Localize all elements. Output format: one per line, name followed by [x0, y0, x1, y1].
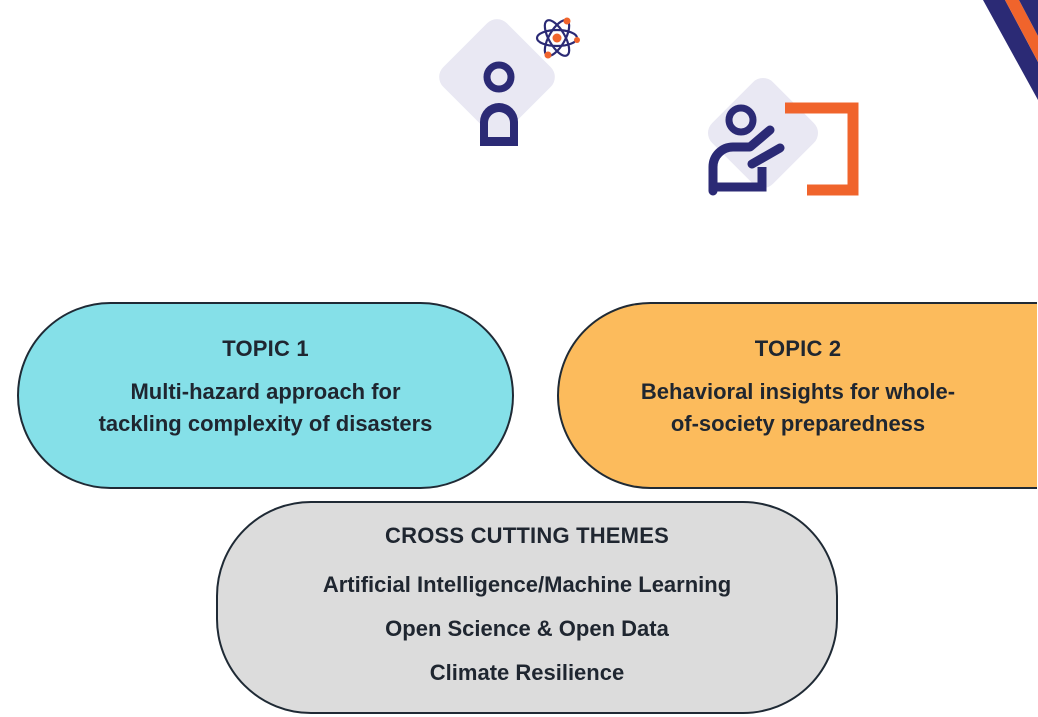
topic-2-description: Behavioral insights for whole- of-societ…	[640, 379, 956, 436]
person-with-atom-icon	[430, 10, 590, 150]
topic-1-title: TOPIC 1	[222, 336, 309, 361]
person-presenting-board-icon	[690, 60, 870, 200]
theme-open-science: Open Science & Open Data	[385, 616, 669, 641]
theme-climate-resilience: Climate Resilience	[429, 660, 625, 685]
topic-1-box: TOPIC 1 Multi-hazard approach for tackli…	[17, 302, 514, 489]
cross-cutting-themes-box: CROSS CUTTING THEMES Artificial Intellig…	[216, 501, 838, 714]
topic-2-title: TOPIC 2	[754, 336, 842, 361]
topic-1-description: Multi-hazard approach for tackling compl…	[98, 379, 433, 436]
cross-cutting-themes-title: CROSS CUTTING THEMES	[385, 523, 669, 548]
topic-2-box: TOPIC 2 Behavioral insights for whole- o…	[557, 302, 1037, 489]
theme-ai-ml: Artificial Intelligence/Machine Learning	[322, 572, 732, 597]
corner-stripes-decoration	[975, 0, 1038, 105]
